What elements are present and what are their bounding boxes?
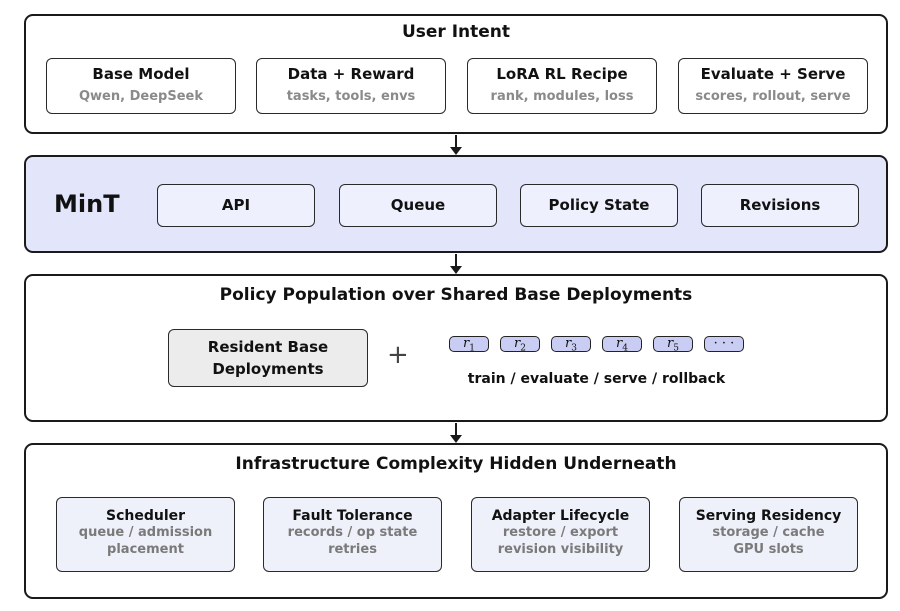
revision-r2-base: r bbox=[514, 336, 521, 351]
arrow-policy-to-infra bbox=[450, 423, 462, 443]
mint-panel: MinT API Queue Policy State Revisions bbox=[24, 155, 888, 253]
base-model-subtitle: Qwen, DeepSeek bbox=[79, 89, 203, 104]
revision-more-base: · · · bbox=[713, 336, 735, 351]
policy-state-label: Policy State bbox=[548, 196, 650, 214]
infrastructure-panel: Infrastructure Complexity Hidden Underne… bbox=[24, 443, 888, 599]
revision-r3-base: r bbox=[565, 336, 572, 351]
data-reward-title: Data + Reward bbox=[287, 65, 415, 83]
resident-base-line2: Deployments bbox=[212, 360, 324, 378]
evaluate-serve-title: Evaluate + Serve bbox=[700, 65, 846, 83]
resident-base-line1: Resident Base bbox=[207, 338, 329, 356]
adapter-lifecycle-line2: revision visibility bbox=[497, 542, 624, 557]
revision-r1: r1 bbox=[449, 336, 489, 354]
fault-tolerance-line2: retries bbox=[328, 542, 377, 557]
scheduler-line2: placement bbox=[107, 542, 184, 557]
data-reward-subtitle: tasks, tools, envs bbox=[286, 89, 416, 104]
revision-r1-base: r bbox=[463, 336, 470, 351]
queue-box: Queue bbox=[339, 184, 497, 227]
data-reward-box: Data + Reward tasks, tools, envs bbox=[256, 58, 446, 114]
revision-more: · · · bbox=[704, 336, 744, 352]
serving-residency-line1: storage / cache bbox=[712, 525, 825, 540]
fault-tolerance-box: Fault Tolerance records / op state retri… bbox=[263, 497, 442, 572]
resident-base-deployments-box: Resident Base Deployments bbox=[168, 329, 368, 387]
api-label: API bbox=[221, 196, 251, 214]
revision-r2-sub: 2 bbox=[520, 343, 526, 354]
serving-residency-line2: GPU slots bbox=[733, 542, 804, 557]
revision-r5: r5 bbox=[653, 336, 693, 354]
revision-r2: r2 bbox=[500, 336, 540, 354]
revision-r5-base: r bbox=[667, 336, 674, 351]
revision-r1-sub: 1 bbox=[469, 343, 475, 354]
serving-residency-box: Serving Residency storage / cache GPU sl… bbox=[679, 497, 858, 572]
evaluate-serve-subtitle: scores, rollout, serve bbox=[695, 89, 851, 104]
revision-r5-sub: 5 bbox=[673, 343, 679, 354]
api-box: API bbox=[157, 184, 315, 227]
policy-population-panel: Policy Population over Shared Base Deplo… bbox=[24, 274, 888, 422]
scheduler-box: Scheduler queue / admission placement bbox=[56, 497, 235, 572]
queue-label: Queue bbox=[390, 196, 446, 214]
policy-state-box: Policy State bbox=[520, 184, 678, 227]
revisions-label: Revisions bbox=[739, 196, 821, 214]
adapter-lifecycle-line1: restore / export bbox=[502, 525, 619, 540]
fault-tolerance-line1: records / op state bbox=[287, 525, 418, 540]
evaluate-serve-box: Evaluate + Serve scores, rollout, serve bbox=[678, 58, 868, 114]
adapter-lifecycle-box: Adapter Lifecycle restore / export revis… bbox=[471, 497, 650, 572]
policy-population-title: Policy Population over Shared Base Deplo… bbox=[219, 285, 693, 305]
scheduler-title: Scheduler bbox=[105, 508, 186, 524]
revision-r4: r4 bbox=[602, 336, 642, 354]
revision-r4-base: r bbox=[616, 336, 623, 351]
revision-r4-sub: 4 bbox=[622, 343, 628, 354]
user-intent-panel: User Intent Base Model Qwen, DeepSeek Da… bbox=[24, 14, 888, 134]
revision-r3: r3 bbox=[551, 336, 591, 354]
lora-rl-recipe-title: LoRA RL Recipe bbox=[496, 65, 628, 83]
base-model-box: Base Model Qwen, DeepSeek bbox=[46, 58, 236, 114]
revisions-box: Revisions bbox=[701, 184, 859, 227]
scheduler-line1: queue / admission bbox=[78, 525, 213, 540]
lora-rl-recipe-subtitle: rank, modules, loss bbox=[490, 89, 634, 104]
arrow-mint-to-policy bbox=[450, 254, 462, 274]
fault-tolerance-title: Fault Tolerance bbox=[292, 508, 413, 524]
arrow-intent-to-mint bbox=[450, 135, 462, 155]
revision-r3-sub: 3 bbox=[571, 343, 577, 354]
base-model-title: Base Model bbox=[92, 65, 190, 83]
user-intent-title: User Intent bbox=[401, 22, 511, 42]
adapter-lifecycle-title: Adapter Lifecycle bbox=[491, 508, 630, 524]
mint-brand: MinT bbox=[54, 190, 120, 218]
infrastructure-title: Infrastructure Complexity Hidden Underne… bbox=[235, 454, 677, 474]
plus-sign: + bbox=[387, 340, 409, 370]
serving-residency-title: Serving Residency bbox=[695, 508, 842, 524]
revision-caption: train / evaluate / serve / rollback bbox=[467, 371, 726, 387]
lora-rl-recipe-box: LoRA RL Recipe rank, modules, loss bbox=[467, 58, 657, 114]
